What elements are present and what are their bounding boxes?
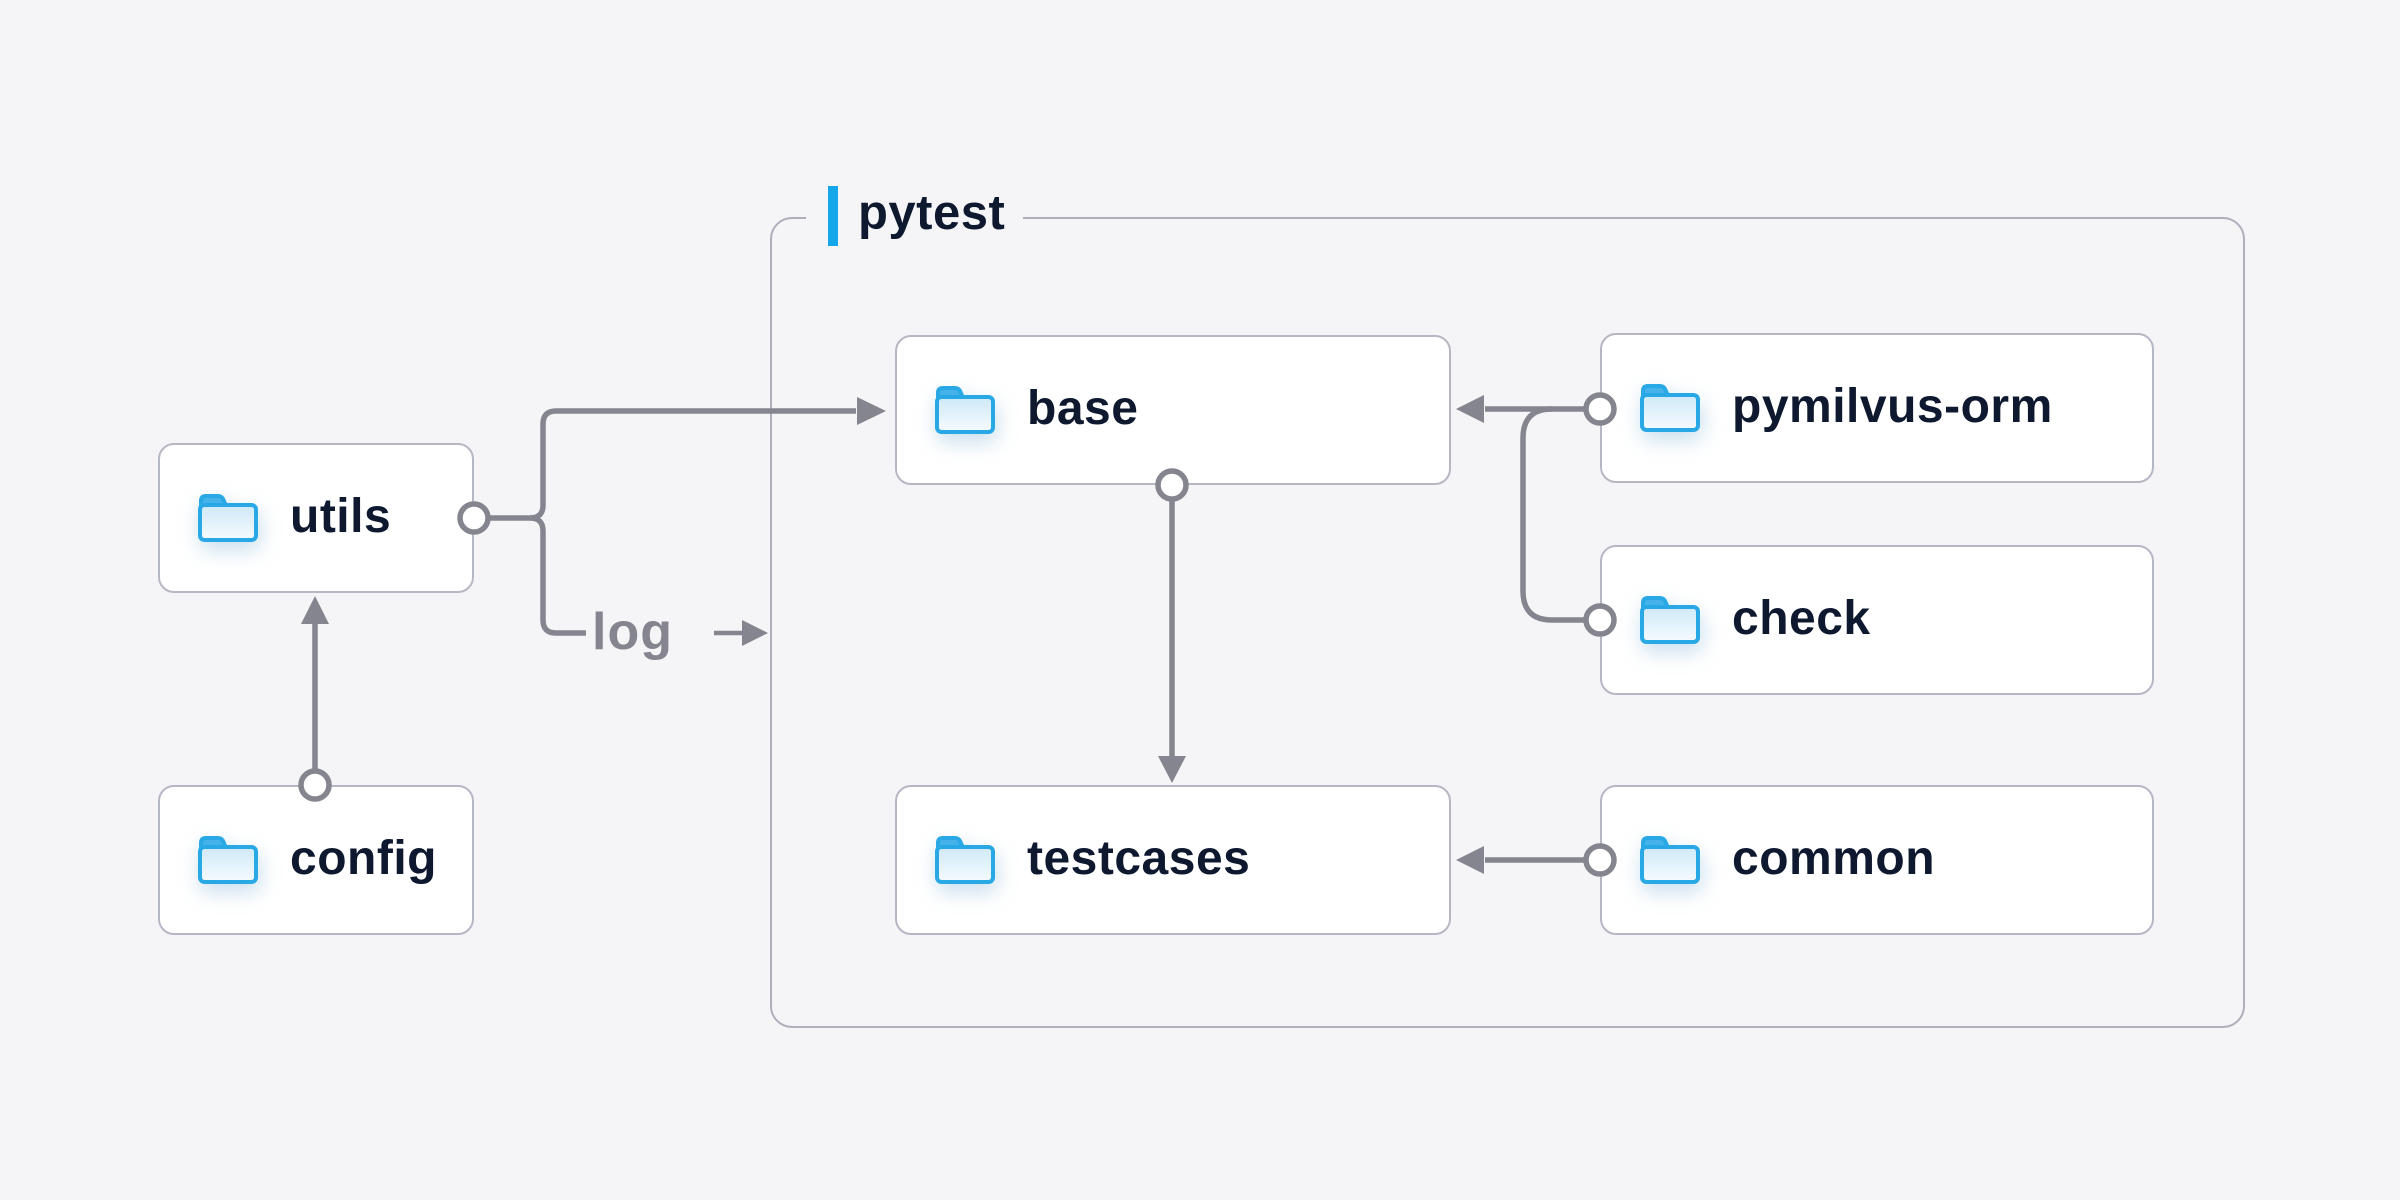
- node-common: common: [1600, 785, 2154, 935]
- arrowhead-right-small: [742, 620, 768, 646]
- edge-label-log: log: [592, 603, 673, 661]
- arrowhead-up: [301, 596, 329, 624]
- node-label: pymilvus-orm: [1732, 379, 2053, 433]
- node-label: common: [1732, 831, 1936, 885]
- node-label: config: [290, 831, 437, 885]
- node-label: utils: [290, 489, 392, 543]
- node-label: base: [1027, 381, 1139, 435]
- node-utils: utils: [158, 443, 474, 593]
- folder-icon: [1640, 384, 1700, 432]
- folder-icon: [1640, 596, 1700, 644]
- pytest-group-container: [770, 217, 2245, 1028]
- folder-icon: [935, 386, 995, 434]
- folder-icon: [935, 836, 995, 884]
- accent-bar: [828, 186, 838, 246]
- node-base: base: [895, 335, 1451, 485]
- folder-icon: [198, 494, 258, 542]
- node-pymilvus-orm: pymilvus-orm: [1600, 333, 2154, 483]
- edge-utils-log: [529, 515, 586, 636]
- node-label: check: [1732, 591, 1871, 645]
- node-config: config: [158, 785, 474, 935]
- folder-icon: [198, 836, 258, 884]
- node-testcases: testcases: [895, 785, 1451, 935]
- node-label: testcases: [1027, 831, 1251, 885]
- folder-icon: [1640, 836, 1700, 884]
- node-check: check: [1600, 545, 2154, 695]
- group-title: pytest: [858, 185, 1006, 240]
- pytest-group-label: pytest: [806, 185, 1024, 247]
